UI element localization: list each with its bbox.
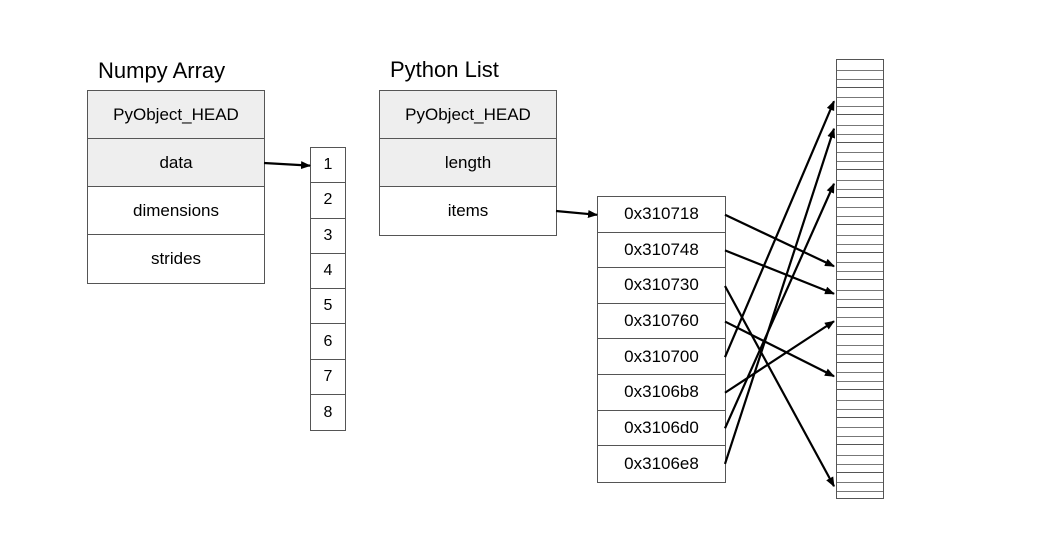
python-object-block xyxy=(837,418,883,445)
object-reference-arrow xyxy=(723,127,836,465)
buffer-cell: 2 xyxy=(311,183,345,219)
pointer-cell: 0x310760 xyxy=(598,304,725,340)
buffer-cell: 3 xyxy=(311,219,345,254)
pointer-cell: 0x310748 xyxy=(598,233,725,269)
python-object-field xyxy=(837,483,883,492)
python-object-field xyxy=(837,263,883,272)
python-object-block xyxy=(837,170,883,198)
list-field-items: items xyxy=(447,201,489,220)
python-object-field xyxy=(837,308,883,318)
numpy-array-struct: PyObject_HEAD data dimensions strides xyxy=(87,90,265,284)
python-list-struct: PyObject_HEAD length items xyxy=(379,90,557,236)
python-object-field xyxy=(837,98,883,107)
pointer-cell: 0x3106e8 xyxy=(624,453,699,473)
object-reference-arrow xyxy=(723,182,836,429)
python-object-block xyxy=(837,390,883,418)
python-object-field xyxy=(837,71,883,80)
pointer-cell: 0x310700 xyxy=(598,339,725,375)
python-object-field xyxy=(837,445,883,456)
items-pointer-arrow xyxy=(555,209,598,218)
buffer-cell: 1 xyxy=(311,148,345,184)
python-object-block xyxy=(837,198,883,225)
python-object-block xyxy=(837,88,883,115)
pointer-cell: 0x3106b8 xyxy=(598,375,725,411)
python-object-field xyxy=(837,208,883,217)
python-object-field xyxy=(837,291,883,300)
python-object-field xyxy=(837,428,883,437)
python-object-column xyxy=(836,59,884,499)
python-object-block xyxy=(837,225,883,253)
python-object-field xyxy=(837,346,883,355)
pointer-cell: 0x3106d0 xyxy=(598,411,725,447)
python-object-field xyxy=(837,401,883,410)
python-object-block xyxy=(837,115,883,143)
python-object-block xyxy=(837,280,883,308)
python-object-field xyxy=(837,373,883,382)
numpy-field-data: data xyxy=(88,139,264,187)
buffer-cell: 4 xyxy=(311,254,345,290)
python-object-field xyxy=(837,126,883,135)
buffer-cell: 7 xyxy=(311,360,345,396)
python-object-field xyxy=(837,418,883,428)
python-object-field xyxy=(837,143,883,153)
python-object-block xyxy=(837,445,883,473)
python-object-block xyxy=(837,60,883,88)
numpy-field-strides: strides xyxy=(150,249,202,268)
object-reference-arrow xyxy=(724,213,835,268)
python-object-field xyxy=(837,88,883,98)
object-reference-arrow xyxy=(724,285,835,488)
python-object-field xyxy=(837,390,883,401)
python-object-field xyxy=(837,456,883,465)
python-object-block xyxy=(837,473,883,501)
buffer-cell: 5 xyxy=(311,289,345,325)
python-list-title: Python List xyxy=(390,57,499,82)
python-object-field xyxy=(837,473,883,483)
list-field-pyobject-head: PyObject_HEAD xyxy=(380,91,556,139)
python-object-block xyxy=(837,363,883,390)
python-object-field xyxy=(837,236,883,245)
python-object-block xyxy=(837,253,883,280)
buffer-cell: 8 xyxy=(323,403,333,421)
python-object-field xyxy=(837,363,883,373)
list-field-length: length xyxy=(380,139,556,187)
object-reference-arrow xyxy=(723,100,836,358)
numpy-data-buffer: 1 2 3 4 5 6 7 8 xyxy=(310,147,346,432)
python-object-field xyxy=(837,225,883,236)
python-object-field xyxy=(837,170,883,181)
python-object-field xyxy=(837,280,883,291)
numpy-field-dimensions: dimensions xyxy=(88,187,264,235)
python-object-field xyxy=(837,335,883,346)
buffer-cell: 6 xyxy=(311,324,345,360)
python-object-field xyxy=(837,318,883,327)
python-object-field xyxy=(837,181,883,190)
python-object-field xyxy=(837,60,883,71)
pointer-array: 0x310718 0x310748 0x310730 0x310760 0x31… xyxy=(597,196,726,483)
object-reference-arrow xyxy=(724,320,835,394)
pointer-cell: 0x310730 xyxy=(598,268,725,304)
python-object-field xyxy=(837,198,883,208)
python-object-block xyxy=(837,143,883,170)
data-pointer-arrow xyxy=(263,161,311,170)
object-reference-arrow xyxy=(724,249,835,295)
python-object-block xyxy=(837,335,883,363)
pointer-cell: 0x310718 xyxy=(598,197,725,233)
python-object-field xyxy=(837,115,883,126)
python-object-field xyxy=(837,253,883,263)
numpy-field-pyobject-head: PyObject_HEAD xyxy=(88,91,264,139)
python-object-block xyxy=(837,308,883,335)
numpy-array-title: Numpy Array xyxy=(98,58,226,83)
object-reference-arrow xyxy=(724,320,835,378)
python-object-field xyxy=(837,153,883,162)
